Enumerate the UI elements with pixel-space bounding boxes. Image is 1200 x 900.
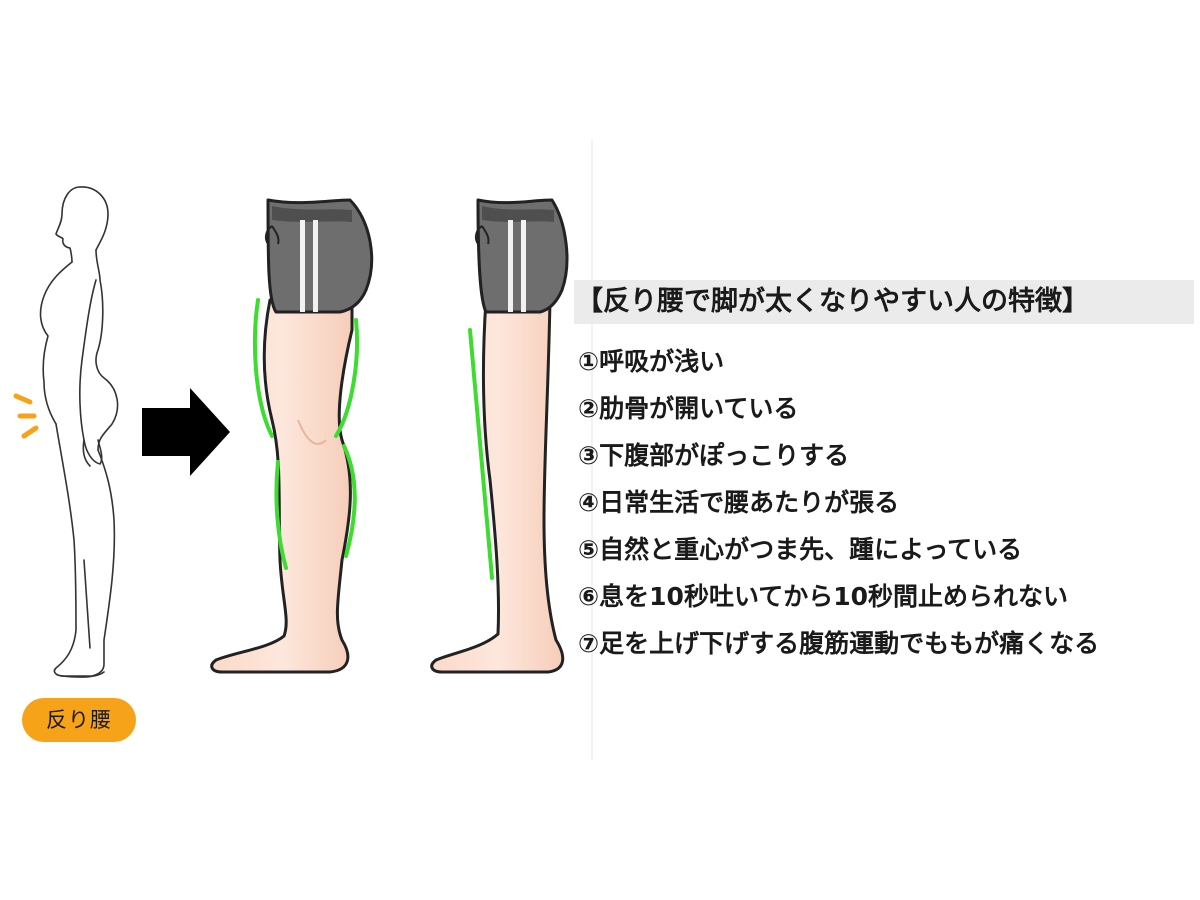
leg-bulging bbox=[210, 198, 374, 674]
list-item: ④日常生活で腰あたりが張る bbox=[578, 488, 900, 517]
list-item: ①呼吸が浅い bbox=[578, 347, 725, 376]
lumbar-stress-marks bbox=[13, 393, 39, 439]
trait-list: ①呼吸が浅い ②肋骨が開いている ③下腹部がぽっこりする ④日常生活で腰あたりが… bbox=[578, 338, 1194, 667]
panel-title: 【反り腰で脚が太くなりやすい人の特徴】 bbox=[574, 280, 1194, 324]
list-item: ⑦足を上げ下げする腹筋運動でももが痛くなる bbox=[578, 629, 1100, 658]
right-arrow-icon bbox=[142, 388, 230, 476]
list-item: ②肋骨が開いている bbox=[578, 394, 799, 423]
list-item: ③下腹部がぽっこりする bbox=[578, 441, 850, 470]
list-item: ⑥息を10秒吐いてから10秒間止められない bbox=[578, 582, 1068, 611]
swayback-badge: 反り腰 bbox=[22, 698, 136, 742]
list-item: ⑤自然と重心がつま先、踵によっている bbox=[578, 535, 1023, 564]
swayback-figure bbox=[39, 186, 119, 678]
leg-straight bbox=[430, 198, 569, 674]
